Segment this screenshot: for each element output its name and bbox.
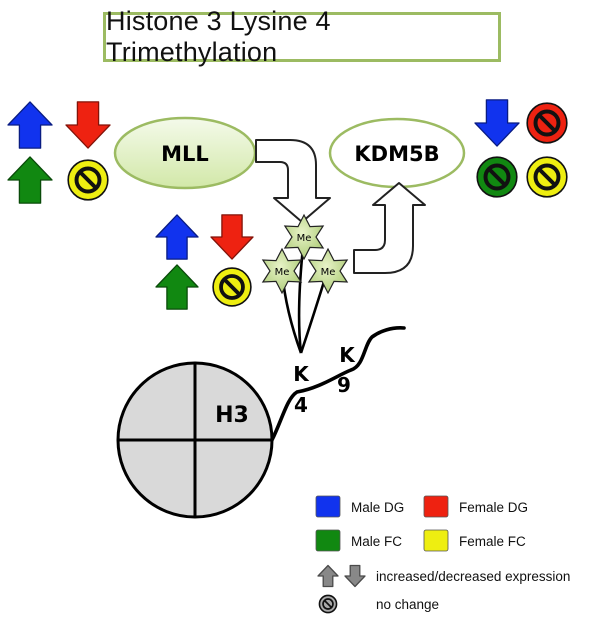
mll-female-dg-down-arrow-icon — [65, 101, 111, 149]
mll-label: MLL — [161, 142, 209, 166]
legend-swatch-female-dg — [423, 495, 449, 518]
histone-h3: H3 — [116, 361, 274, 519]
methyl-label: Me — [275, 267, 290, 278]
mll-to-methyl-arrow — [255, 139, 331, 223]
legend-up-arrow-icon — [317, 564, 339, 588]
legend-female-dg: Female DG — [459, 500, 528, 515]
methyl-label: Me — [297, 233, 312, 244]
k4-letter: K — [293, 362, 310, 386]
mll-male-fc-up-arrow-icon — [7, 156, 53, 204]
mll-female-fc-no-change-icon — [67, 159, 109, 201]
h3-label: H3 — [215, 403, 249, 428]
h3k4me3-male-fc-up-arrow-icon — [155, 264, 199, 310]
legend: Male DG Female DG Male FC Female FC incr… — [315, 495, 570, 614]
legend-male-dg: Male DG — [351, 500, 404, 515]
histone-tail — [270, 326, 406, 442]
k9-letter: K — [339, 343, 356, 367]
legend-down-arrow-icon — [344, 564, 366, 588]
k4-number: 4 — [294, 393, 308, 417]
methyl-label: Me — [321, 267, 336, 278]
h3k4me3-indicators — [155, 214, 254, 310]
legend-arrow-icons — [317, 564, 366, 588]
kdm5b-male-dg-down-arrow-icon — [474, 99, 520, 147]
h3k4me3-male-dg-up-arrow-icon — [155, 214, 199, 260]
residue-k4: K 4 — [293, 362, 310, 417]
methyl-group-top: Me — [283, 213, 325, 261]
legend-male-fc: Male FC — [351, 534, 402, 549]
legend-swatch-female-fc — [423, 529, 449, 552]
kdm5b-female-dg-no-change-icon — [526, 102, 568, 144]
kdm5b-female-fc-no-change-icon — [526, 156, 568, 198]
kdm5b-indicators — [474, 99, 568, 198]
kdm5b-node: KDM5B — [328, 117, 466, 189]
legend-swatch-male-dg — [315, 495, 341, 518]
mll-node: MLL — [113, 116, 257, 190]
mll-male-dg-up-arrow-icon — [7, 101, 53, 149]
legend-swatch-male-fc — [315, 529, 341, 552]
h3k4me3-female-dg-down-arrow-icon — [210, 214, 254, 260]
k9-number: 9 — [337, 373, 351, 397]
legend-arrows-text: increased/decreased expression — [376, 569, 570, 584]
kdm5b-male-fc-no-change-icon — [476, 156, 518, 198]
methyl-group-left: Me — [261, 247, 303, 295]
residue-k9: K 9 — [337, 343, 356, 397]
h3k4me3-female-fc-no-change-icon — [212, 267, 252, 307]
kdm5b-label: KDM5B — [354, 142, 439, 166]
legend-no-change-text: no change — [376, 597, 439, 612]
legend-no-change-symbol-icon — [318, 594, 338, 614]
legend-no-change-icon — [318, 594, 338, 614]
methyl-to-kdm5b-arrow — [353, 182, 426, 274]
methyl-group-right: Me — [307, 247, 349, 295]
legend-female-fc: Female FC — [459, 534, 526, 549]
mll-indicators — [7, 101, 111, 204]
